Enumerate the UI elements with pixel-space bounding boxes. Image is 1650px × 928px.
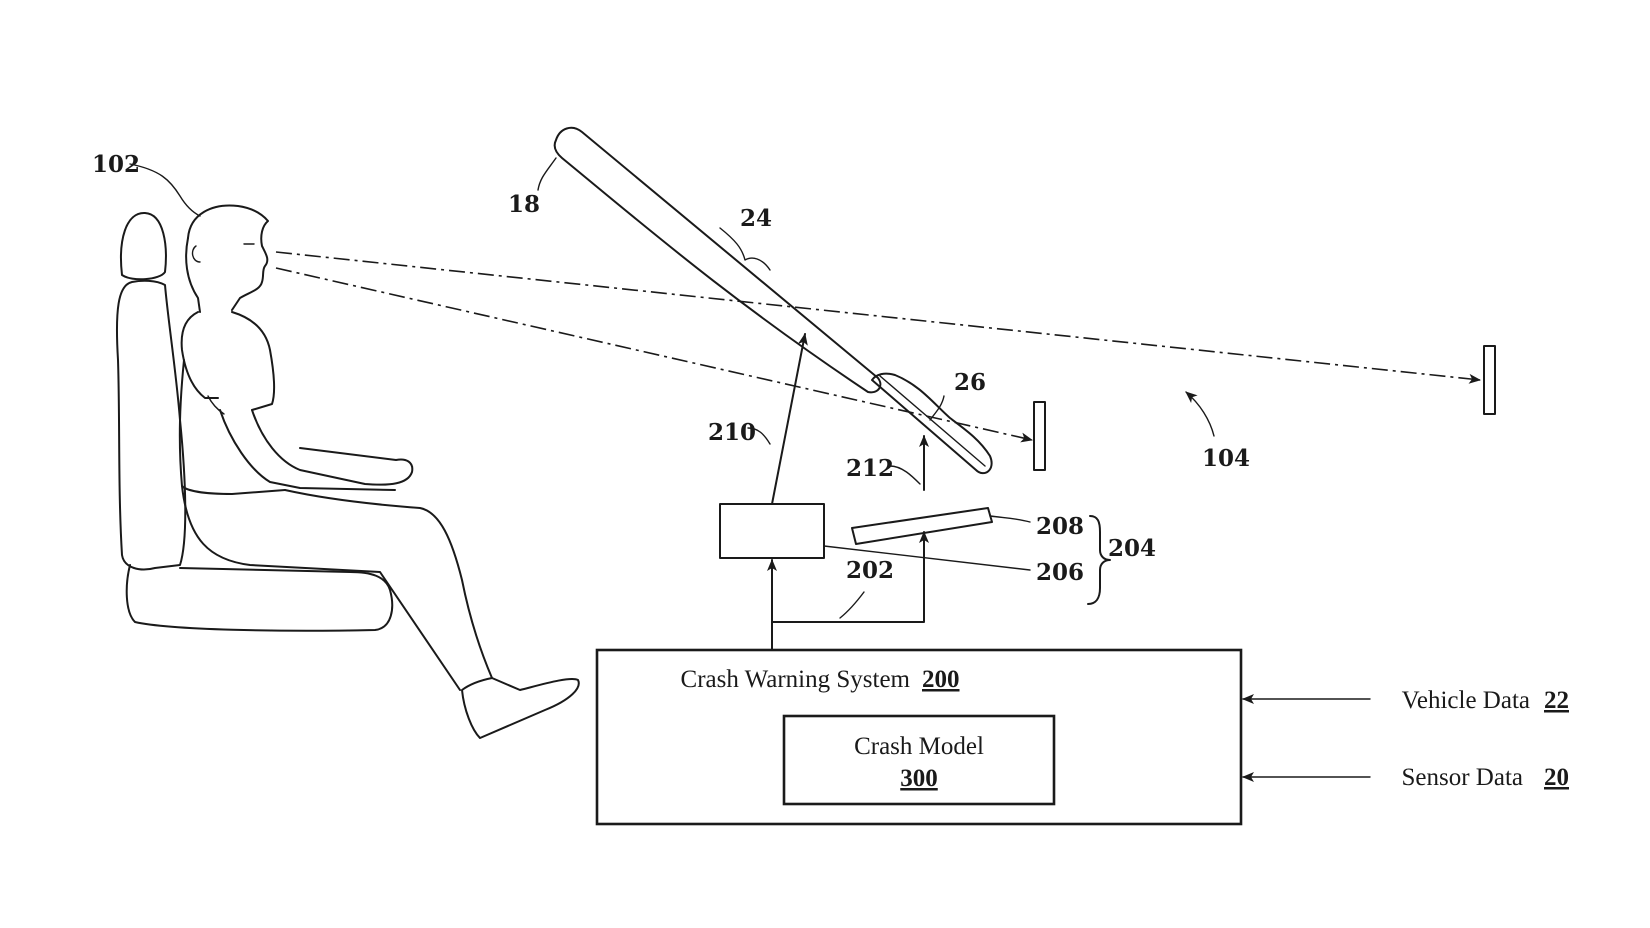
near-target [1033,401,1046,471]
vehicle-seat [115,211,394,632]
projector-unit [719,503,825,559]
ref-202: 202 [846,557,894,584]
brace-204 [1087,515,1111,605]
ref-206: 206 [1036,559,1084,586]
ref-26: 26 [954,369,986,396]
ref-18: 18 [508,191,540,218]
ref-24: 24 [740,205,772,232]
crash-model-box [782,714,1056,806]
leader-208 [989,515,1031,523]
vehicle-data-label: Vehicle Data [1402,687,1530,714]
leader-210 [747,427,771,445]
ref-210: 210 [708,419,756,446]
ref-102: 102 [92,151,140,178]
vehicle-occupant [178,204,580,739]
far-target [1483,345,1496,415]
sensor-data-ref: 20 [1544,764,1569,791]
ref-208: 208 [1036,513,1084,540]
hud-combiner [871,372,993,475]
leader-26 [929,395,945,421]
crash-warning-system-ref: 200 [922,666,960,693]
display-panel [851,507,993,545]
crash-model-label: Crash Model [854,733,984,760]
leader-104 [1185,391,1215,437]
sight-lines [275,251,1481,443]
windshield [553,126,882,394]
ref-204: 204 [1108,535,1156,562]
leader-212 [889,465,921,485]
crash-model-ref: 300 [900,765,938,792]
sensor-data-label: Sensor Data [1402,764,1524,791]
leader-102 [129,163,201,217]
vehicle-data-ref: 22 [1544,687,1569,714]
crash-warning-system-label: Crash Warning System [681,666,911,693]
near-sight-line [275,267,1033,443]
projection-arrow-210 [771,333,808,505]
link-to-panel [771,531,929,623]
crash-warning-system: Crash Warning System 200 Crash Model 300 [595,648,1243,826]
far-sight-line [275,251,1481,384]
ref-212: 212 [846,455,894,482]
leader-202 [839,591,865,619]
leader-18 [537,157,557,191]
leader-206 [823,545,1031,571]
ref-104: 104 [1202,445,1250,472]
